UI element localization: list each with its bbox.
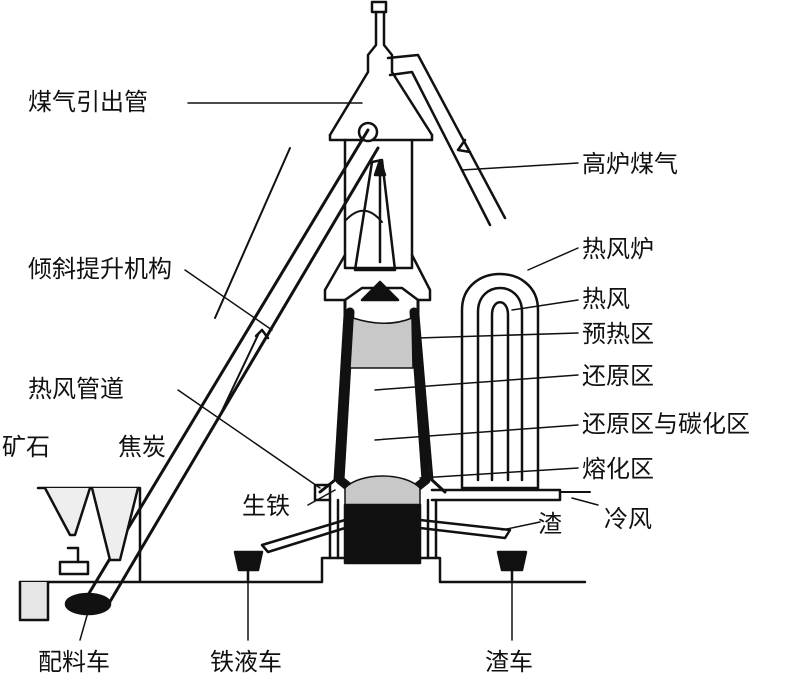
leader-lines bbox=[79, 102, 599, 641]
label-pig-iron: 生铁 bbox=[242, 492, 290, 520]
label-hot-metal-car: 铁液车 bbox=[210, 648, 282, 676]
label-slag-car: 渣车 bbox=[485, 648, 533, 676]
label-inclined-hoist: 倾斜提升机构 bbox=[28, 255, 172, 283]
label-blast-furnace-gas: 高炉煤气 bbox=[582, 150, 678, 178]
label-preheat-zone: 预热区 bbox=[582, 320, 654, 348]
label-reduction-carburization-zone: 还原区与碳化区 bbox=[582, 410, 750, 438]
furnace-top bbox=[323, 121, 434, 302]
label-slag: 渣 bbox=[538, 510, 562, 538]
charging-bins bbox=[18, 486, 142, 622]
label-ore: 矿石 bbox=[2, 433, 50, 461]
label-cold-blast: 冷风 bbox=[604, 505, 652, 533]
label-coke: 焦炭 bbox=[118, 433, 166, 461]
label-hot-blast-stove: 热风炉 bbox=[582, 235, 654, 263]
label-hot-blast: 热风 bbox=[582, 285, 630, 313]
label-hot-blast-main: 热风管道 bbox=[28, 375, 124, 403]
label-gas-outlet-pipe: 煤气引出管 bbox=[28, 88, 148, 116]
label-charging-car: 配料车 bbox=[38, 648, 110, 676]
hot-blast-stove bbox=[430, 272, 591, 502]
runners bbox=[260, 483, 512, 560]
inclined-hoist bbox=[83, 128, 380, 607]
label-melting-zone: 熔化区 bbox=[582, 455, 654, 483]
label-reduction-zone: 还原区 bbox=[582, 362, 654, 390]
gas-outlet-pipe bbox=[328, 0, 507, 227]
